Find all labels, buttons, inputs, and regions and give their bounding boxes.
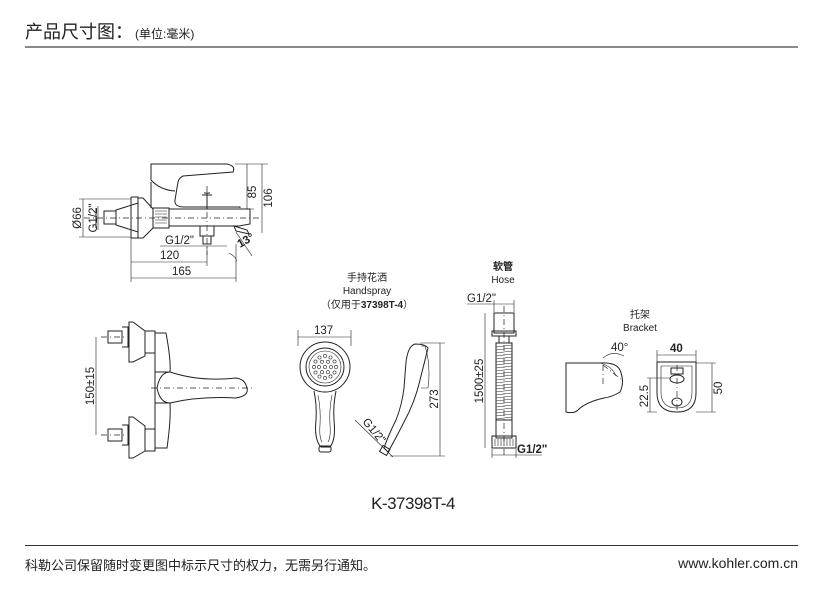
dim-handspray-thread: G1/2" (360, 416, 388, 446)
nozzle (332, 359, 337, 364)
page-title: 产品尺寸图：(单位:毫米) (25, 18, 194, 44)
unit-note: (单位:毫米) (135, 27, 195, 41)
hose-label-cn: 软管 (493, 260, 513, 273)
dim-bracket-hole: 22.5 (639, 385, 651, 407)
nozzle (323, 354, 327, 358)
hose-drawing: 软管 Hose G1/2" 1500±25 G1/2" (467, 260, 547, 458)
handspray-note: （仅用于37398T-4） (321, 299, 413, 311)
nozzle (328, 355, 333, 360)
header-divider (25, 46, 798, 48)
nozzle (312, 365, 316, 369)
nozzle (313, 359, 318, 364)
dim-106: 106 (263, 188, 275, 207)
nozzle (323, 365, 327, 369)
hose-coil (495, 407, 513, 411)
nozzle (320, 359, 324, 364)
dim-inlet-spacing: 150±15 (85, 367, 97, 405)
dim-bracket-angle: 40° (611, 342, 628, 354)
nozzle (320, 370, 324, 375)
hose-coil (495, 416, 513, 420)
hose-coil (495, 350, 513, 354)
hose-coil (495, 380, 513, 384)
spray-nozzles (312, 354, 338, 380)
dim-165: 165 (172, 266, 191, 278)
hose-coil (495, 368, 513, 372)
dim-120: 120 (160, 250, 179, 262)
nozzle (313, 370, 318, 375)
nozzle (332, 370, 337, 375)
hose-coil (495, 377, 513, 381)
faucet-side-view: 85 106 Ø66 G1/2" G1/2" 120 165 13° (72, 163, 275, 282)
bracket-drawing: 托架 Bracket 40° 40 50 22.5 (565, 308, 725, 414)
nozzle (317, 374, 322, 379)
dim-hose-length: 1500±25 (474, 359, 486, 404)
nozzle (329, 365, 333, 369)
hose-label-en: Hose (491, 275, 515, 286)
hose-coil (495, 389, 513, 393)
handspray-drawing: 手持花洒 Handspray （仅用于37398T-4） 137 273 G1/… (297, 271, 445, 458)
nozzle (323, 376, 327, 380)
title-text: 产品尺寸图： (25, 22, 133, 42)
handspray-label-en: Handspray (343, 286, 391, 297)
bracket-label-en: Bracket (623, 323, 657, 334)
dim-inlet-thread: G1/2" (88, 203, 100, 232)
faucet-front-view: 150±15 (85, 321, 252, 459)
footer-divider (25, 545, 798, 546)
handspray-label-cn: 手持花洒 (347, 271, 387, 284)
nozzle (334, 365, 338, 369)
disclaimer: 科勒公司保留随时变更图中标示尺寸的权力，无需另行通知。 (25, 558, 377, 573)
dim-bracket-height: 50 (713, 382, 725, 395)
bracket-label-cn: 托架 (630, 308, 650, 321)
dim-diameter: Ø66 (72, 207, 84, 229)
dim-bracket-width: 40 (670, 343, 683, 355)
model-number: K-37398T-4 (371, 494, 455, 513)
nozzle (326, 370, 330, 375)
dim-hose-top-thread: G1/2" (467, 293, 496, 305)
dim-273: 273 (429, 389, 441, 408)
dim-outlet-thread: G1/2" (165, 235, 194, 247)
nozzle (317, 355, 322, 360)
nozzle (317, 365, 321, 369)
dim-85: 85 (247, 186, 259, 199)
nozzle (326, 359, 330, 364)
dim-hose-bottom-thread: G1/2" (517, 444, 547, 456)
website-link[interactable]: www.kohler.com.cn (678, 555, 798, 571)
dim-angle: 13° (236, 231, 257, 250)
dim-137: 137 (314, 325, 333, 337)
nozzle (328, 374, 333, 379)
